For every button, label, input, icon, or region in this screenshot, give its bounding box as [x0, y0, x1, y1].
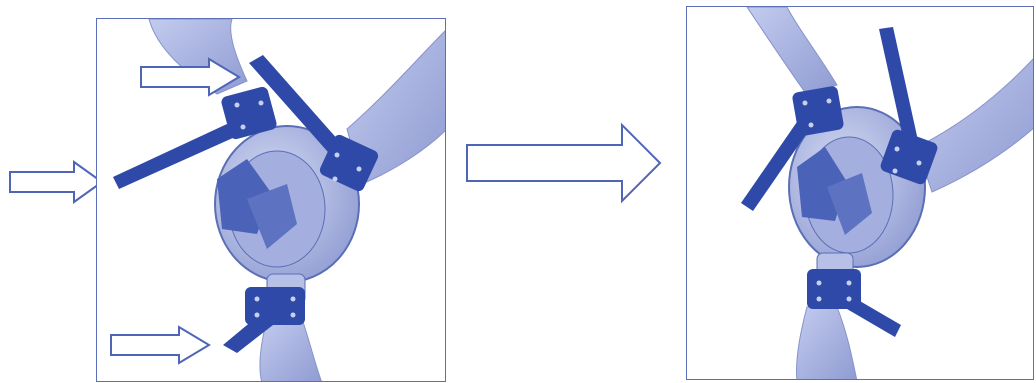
blade-right: [917, 57, 1034, 192]
blade-bottom: [796, 307, 857, 380]
blade-top: [747, 7, 837, 95]
pitch-arm-left: [113, 124, 235, 189]
pitch-arm-bottom: [847, 297, 901, 337]
pointer-arrow-top: [139, 57, 243, 97]
transition-arrow: [464, 122, 664, 204]
before-panel: [96, 18, 446, 382]
turbine-hub-after: [687, 7, 1034, 380]
after-panel: [686, 6, 1034, 380]
pointer-arrow-left: [8, 160, 106, 204]
blade-bottom: [260, 319, 322, 382]
pointer-arrow-bottom: [109, 325, 213, 365]
